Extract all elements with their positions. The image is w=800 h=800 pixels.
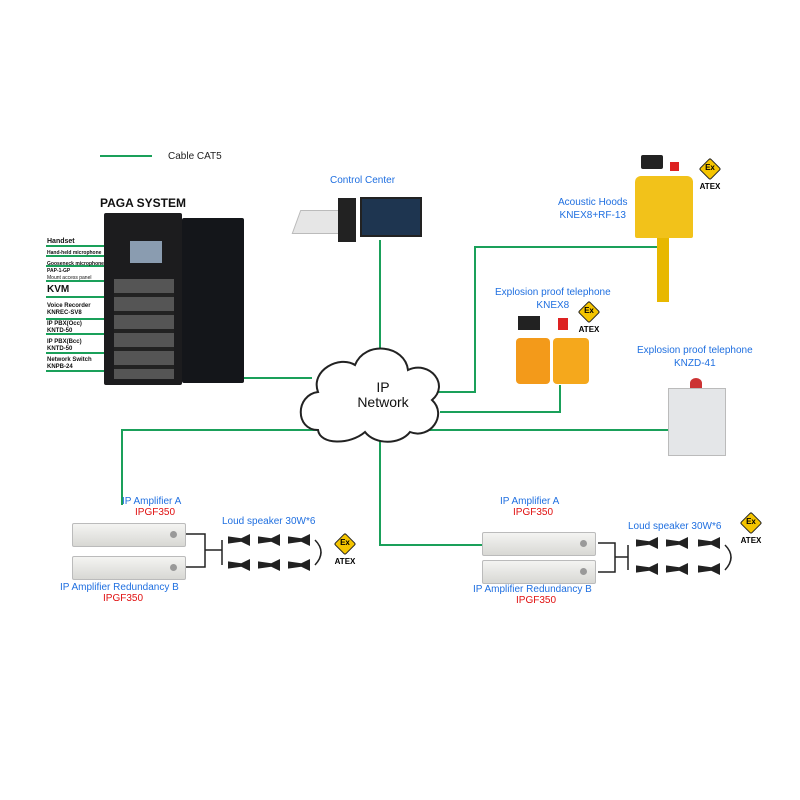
hood-name: Acoustic Hoods — [558, 197, 628, 208]
atex-text: ATEX — [576, 325, 602, 334]
right-amp-a-model: IPGF350 — [513, 507, 554, 518]
rack-screen — [130, 241, 162, 263]
recorder-model: KNREC-SV8 — [47, 310, 82, 316]
cable-knex8 — [440, 385, 561, 413]
legend-label: Cable CAT5 — [168, 151, 222, 162]
right-amp-a — [482, 532, 596, 556]
knzd41-model: KNZD-41 — [673, 358, 716, 369]
phone-door — [516, 338, 550, 384]
beacon-icon — [670, 162, 679, 171]
left-amp-b-model: IPGF350 — [103, 593, 144, 604]
cable-knzd41-left-amp — [121, 429, 668, 505]
pbx-occ-name: IP PBX(Occ) — [47, 321, 82, 327]
atex-text: ATEX — [332, 557, 358, 566]
cloud-line1: IP — [376, 379, 390, 395]
pap-name: PAP-1-GP — [47, 268, 71, 274]
ex-symbol: Ex — [340, 538, 350, 547]
pap-sub: Mount access panel — [47, 275, 92, 281]
ex-symbol: Ex — [584, 306, 594, 315]
pbx-bcc-model: KNTD-50 — [47, 346, 73, 352]
beacon-icon — [558, 318, 568, 330]
cable-right-amp — [379, 430, 482, 546]
rack-label-handheld-mic: Hand-held microphone — [47, 250, 102, 256]
explosion-proof-phone — [553, 338, 589, 384]
hood-post — [657, 238, 669, 302]
left-amp-a — [72, 523, 186, 547]
right-amp-b-model: IPGF350 — [516, 595, 557, 606]
right-speaker-label: Loud speaker 30W*6 — [628, 521, 722, 532]
right-amp-a-label: IP Amplifier A — [500, 496, 560, 507]
cloud-line2: Network — [357, 394, 409, 410]
paga-title: PAGA SYSTEM — [100, 196, 187, 210]
rack-cabinet — [104, 213, 182, 385]
left-amp-b-label: IP Amplifier Redundancy B — [60, 582, 179, 593]
pbx-bcc-name: IP PBX(Bcc) — [47, 339, 82, 345]
ex-symbol: Ex — [746, 517, 756, 526]
hood-model: KNEX8+RF-13 — [559, 210, 626, 221]
monitor — [360, 197, 422, 237]
pbx-occ-model: KNTD-50 — [47, 328, 73, 334]
left-speaker-label: Loud speaker 30W*6 — [222, 516, 316, 527]
left-speaker-loop — [314, 539, 322, 566]
left-amp-a-model: IPGF350 — [135, 507, 176, 518]
atex-text: ATEX — [738, 536, 764, 545]
rack-label-pbx-bcc: IP PBX(Bcc)KNTD-50 — [47, 339, 82, 353]
right-amp-bracket — [598, 542, 629, 573]
cable-acoustic-hood — [436, 246, 663, 393]
knex8-model: KNEX8 — [536, 300, 570, 311]
cloud-shape — [299, 347, 440, 443]
switch-name: Network Switch — [47, 357, 92, 363]
knzd41-name: Explosion proof telephone — [637, 345, 753, 356]
knex8-name: Explosion proof telephone — [495, 287, 611, 298]
recorder-name: Voice Recorder — [47, 303, 91, 309]
horn-icon — [641, 155, 663, 169]
rack-label-handset: Handset — [47, 238, 75, 245]
ip-network-cloud: IP Network — [338, 380, 428, 410]
stainless-phone — [668, 388, 726, 456]
horn-icon — [518, 316, 540, 330]
rack-callout-lines — [46, 245, 130, 372]
left-amp-a-label: IP Amplifier A — [122, 496, 182, 507]
ex-symbol: Ex — [705, 163, 715, 172]
right-amp-b-label: IP Amplifier Redundancy B — [473, 584, 592, 595]
rack-units — [114, 279, 174, 379]
control-center-label: Control Center — [330, 175, 396, 186]
switch-model: KNPB-24 — [47, 364, 73, 370]
pc-tower — [338, 198, 356, 242]
left-amp-b — [72, 556, 186, 580]
beacon-icon — [690, 378, 702, 388]
acoustic-hood — [635, 176, 693, 238]
left-amp-bracket — [185, 533, 223, 568]
rack-door — [182, 218, 244, 383]
rack-label-gooseneck: Gooseneck microphone — [47, 261, 104, 267]
right-amp-b — [482, 560, 596, 584]
right-speaker-loop — [724, 544, 732, 571]
atex-text: ATEX — [697, 182, 723, 191]
rack-label-kvm: KVM — [47, 284, 70, 295]
rack-label-pbx-occ: IP PBX(Occ)KNTD-50 — [47, 321, 82, 335]
